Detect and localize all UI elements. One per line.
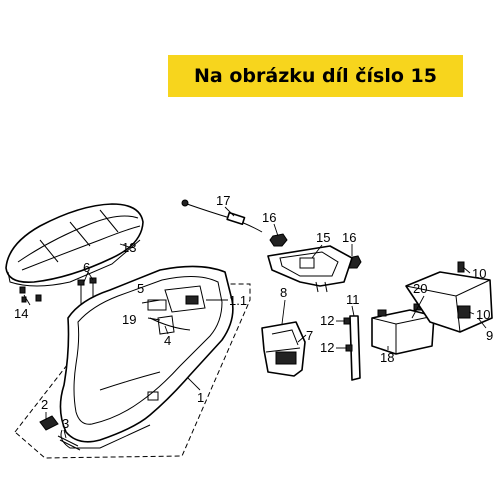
callout-12-lower: 12 bbox=[320, 340, 334, 355]
callout-11: 11 bbox=[346, 292, 360, 307]
callout-10-lower: 10 bbox=[476, 307, 490, 322]
part-number-banner: Na obrázku díl číslo 15 bbox=[168, 55, 463, 97]
callout-7: 7 bbox=[306, 328, 313, 343]
battery-strap-part bbox=[343, 315, 361, 381]
callout-4: 4 bbox=[164, 333, 171, 348]
seat-part bbox=[5, 203, 144, 287]
callout-16-right: 16 bbox=[342, 230, 356, 245]
callout-20: 20 bbox=[413, 281, 427, 296]
callout-9: 9 bbox=[486, 328, 493, 343]
callout-2: 2 bbox=[41, 397, 48, 412]
callout-14: 14 bbox=[14, 306, 28, 321]
callout-19: 19 bbox=[122, 312, 136, 327]
callout-10-upper: 10 bbox=[472, 266, 486, 281]
callout-18: 18 bbox=[380, 350, 394, 365]
callout-8: 8 bbox=[280, 285, 287, 300]
storage-box-part bbox=[59, 265, 234, 449]
callout-3: 3 bbox=[62, 416, 69, 431]
callout-1-1: 1.1 bbox=[229, 293, 247, 308]
inner-storage-parts bbox=[147, 295, 199, 335]
callout-1: 1 bbox=[197, 390, 204, 405]
latch-parts bbox=[39, 415, 81, 451]
callout-15: 15 bbox=[316, 230, 330, 245]
leader-lines bbox=[23, 206, 487, 439]
callout-16-left: 16 bbox=[262, 210, 276, 225]
callout-17: 17 bbox=[216, 193, 230, 208]
mounting-nuts bbox=[269, 233, 362, 269]
bracket-part-15 bbox=[267, 245, 353, 293]
callout-13: 13 bbox=[122, 240, 136, 255]
battery-box-part bbox=[405, 261, 493, 333]
callout-6: 6 bbox=[83, 260, 90, 275]
callout-5: 5 bbox=[137, 281, 144, 296]
banner-text: Na obrázku díl číslo 15 bbox=[194, 65, 437, 87]
seat-bolts bbox=[19, 286, 42, 303]
callout-labels: 13 14 6 5 1.1 19 4 1 2 3 17 16 16 15 8 7… bbox=[14, 193, 493, 431]
seat-lock-cable-part bbox=[181, 199, 263, 233]
callout-12-upper: 12 bbox=[320, 313, 334, 328]
cover-part bbox=[261, 321, 306, 377]
